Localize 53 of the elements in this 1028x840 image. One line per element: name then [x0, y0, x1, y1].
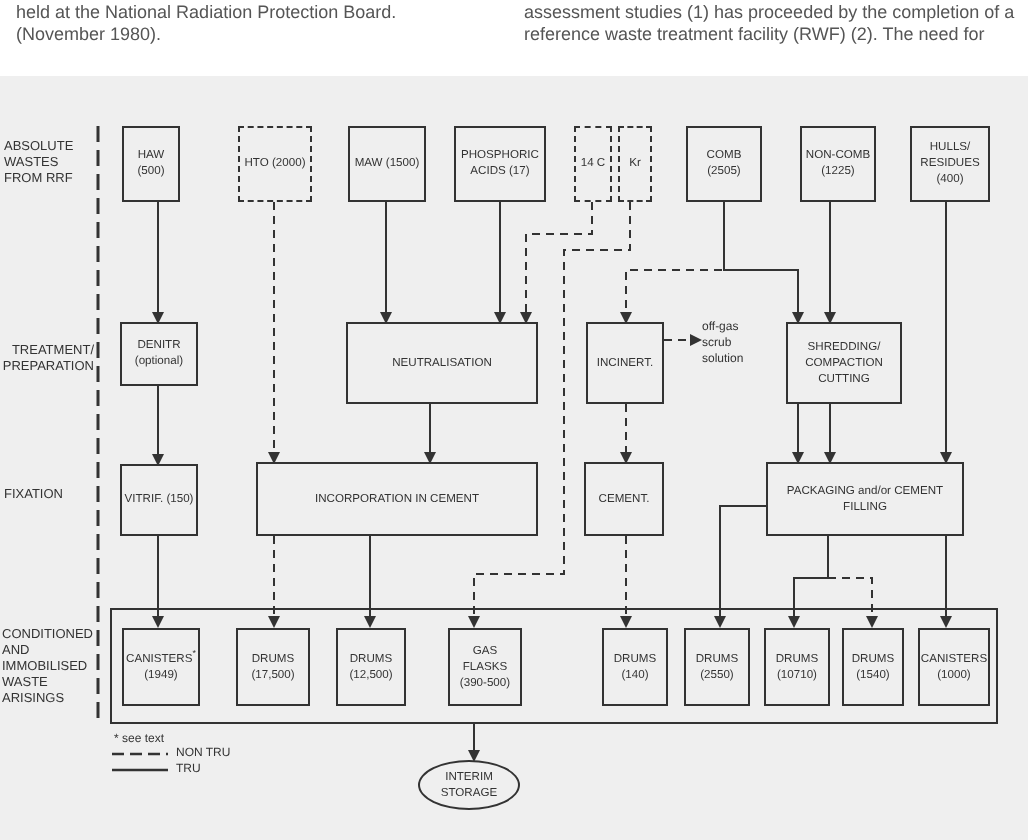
process-box — [918, 628, 990, 706]
process-box — [574, 126, 612, 202]
arrow — [152, 385, 164, 466]
process-box — [256, 462, 538, 536]
arrow — [827, 535, 878, 628]
process-box — [122, 628, 200, 706]
arrow — [268, 535, 280, 628]
arrow — [824, 201, 836, 324]
process-box — [236, 628, 310, 706]
arrow — [424, 403, 436, 464]
process-box — [842, 628, 904, 706]
process-box — [764, 628, 830, 706]
process-box — [120, 322, 198, 386]
arrow — [824, 403, 836, 464]
arrow — [940, 535, 952, 628]
process-box — [346, 322, 538, 404]
process-box — [786, 322, 902, 404]
arrow — [620, 535, 632, 628]
process-box — [122, 126, 180, 202]
arrow — [152, 201, 164, 324]
arrow — [663, 334, 702, 346]
arrow — [468, 201, 631, 628]
body-text: assessment studies (1) has proceeded by the completion of a reference waste treatment facility (RWF) (2). The need for — [524, 2, 1017, 46]
process-box — [686, 126, 762, 202]
process-box — [454, 126, 546, 202]
arrow — [520, 201, 593, 324]
process-box — [238, 126, 312, 202]
arrow — [792, 403, 804, 464]
storage-ellipse — [418, 760, 520, 810]
process-box — [336, 628, 406, 706]
group-box — [110, 608, 998, 724]
process-box — [618, 126, 652, 202]
process-box — [584, 462, 664, 536]
arrow — [152, 535, 164, 628]
arrow — [268, 201, 280, 464]
body-text: held at the National Radiation Protection Board. (November 1980). — [16, 2, 399, 46]
process-box — [684, 628, 750, 706]
arrow — [723, 201, 804, 324]
process-box — [586, 322, 664, 404]
arrow — [468, 723, 480, 762]
arrow — [620, 403, 632, 464]
process-box — [910, 126, 990, 202]
arrow — [494, 201, 506, 324]
arrow — [380, 201, 392, 324]
process-box — [602, 628, 668, 706]
arrow — [714, 505, 767, 628]
arrow — [940, 201, 952, 464]
process-box — [348, 126, 426, 202]
process-box — [800, 126, 876, 202]
arrow — [364, 535, 376, 628]
process-box — [120, 464, 198, 536]
process-box — [766, 462, 964, 536]
process-box — [448, 628, 522, 706]
